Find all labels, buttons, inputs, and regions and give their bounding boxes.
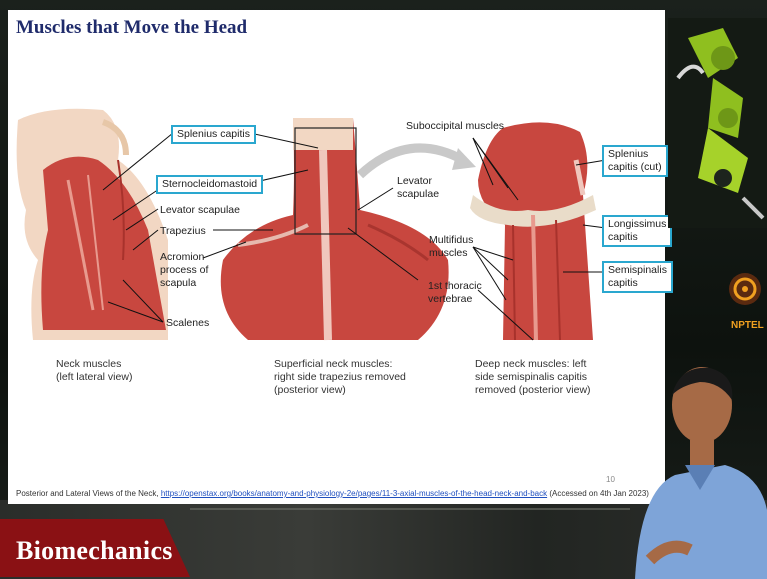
label-longissimus-capitis: Longissimus capitis [602, 215, 672, 247]
robot-arm-graphic [668, 18, 767, 228]
course-title: Biomechanics [16, 536, 173, 566]
source-citation: Posterior and Lateral Views of the Neck,… [16, 489, 649, 498]
caption-superficial-neck-muscles: Superficial neck muscles: right side tra… [274, 358, 406, 397]
nptel-label: NPTEL [731, 320, 764, 331]
slide-page-number: 10 [606, 475, 615, 484]
label-splenius-capitis-cut: Splenius capitis (cut) [602, 145, 668, 177]
label-sternocleidomastoid: Sternocleidomastoid [156, 175, 263, 194]
label-suboccipital-muscles: Suboccipital muscles [406, 120, 504, 133]
presenter-image [630, 360, 767, 579]
label-acromion: Acromion process of scapula [160, 251, 208, 290]
label-splenius-capitis: Splenius capitis [171, 125, 256, 144]
label-first-thoracic-vertebrae: 1st thoracic vertebrae [428, 280, 482, 306]
background-line [190, 508, 630, 510]
neck-muscles-illustration [8, 10, 665, 504]
label-levator-scapulae: Levator scapulae [160, 204, 240, 217]
lateral-neck-figure [17, 109, 168, 340]
deep-posterior-figure [470, 122, 596, 340]
label-scalenes: Scalenes [166, 317, 209, 330]
label-levator-scapulae-posterior: Levator scapulae [397, 175, 439, 201]
label-trapezius: Trapezius [160, 225, 206, 238]
caption-deep-neck-muscles: Deep neck muscles: left side semispinali… [475, 358, 591, 397]
presentation-slide: Muscles that Move the Head [8, 10, 665, 504]
label-multifidus-muscles: Multifidus muscles [429, 234, 473, 260]
magnify-arrow [360, 148, 463, 175]
caption-neck-muscles: Neck muscles (left lateral view) [56, 358, 132, 384]
source-link[interactable]: https://openstax.org/books/anatomy-and-p… [161, 489, 547, 498]
label-semispinalis-capitis: Semispinalis capitis [602, 261, 673, 293]
